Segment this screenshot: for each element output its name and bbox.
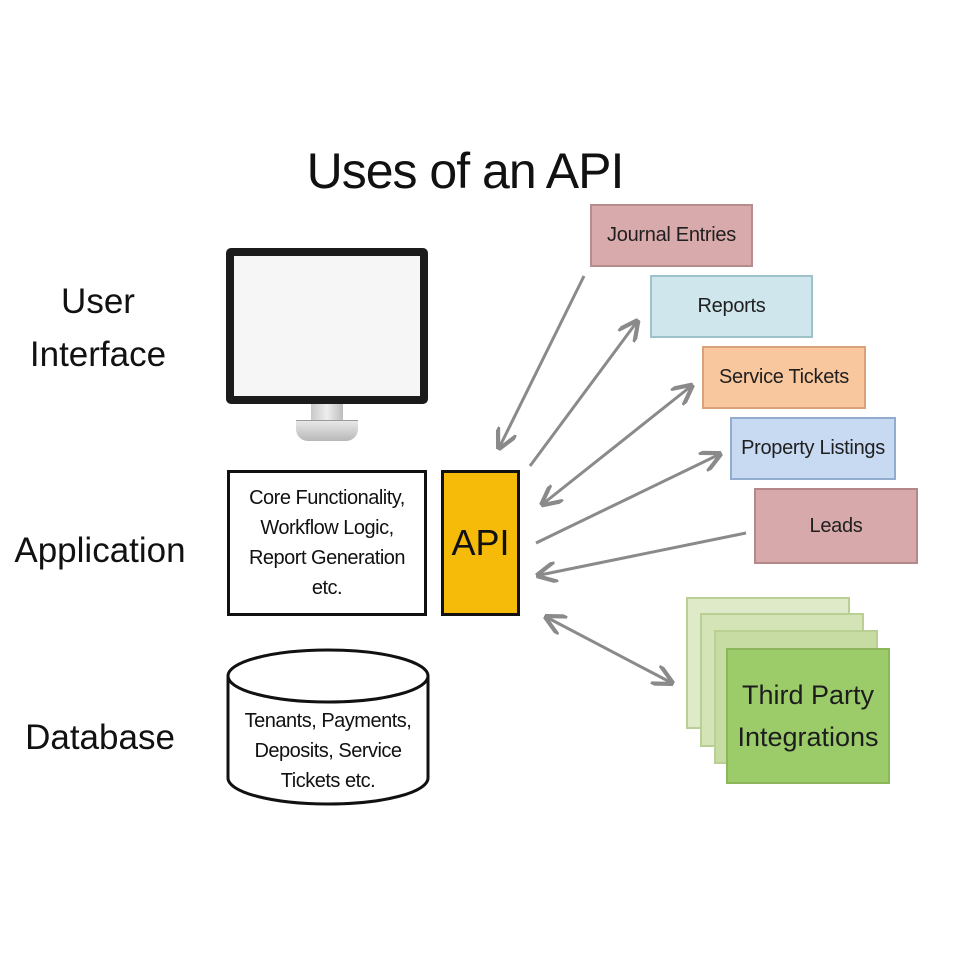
property-listings-arrow xyxy=(535,455,718,545)
service-tickets-arrow xyxy=(544,387,690,503)
database-line: Deposits, Service xyxy=(254,740,402,762)
application-core-line: etc. xyxy=(311,577,343,599)
reports-arrow xyxy=(528,323,636,467)
leads-arrow xyxy=(540,531,747,575)
monitor-icon xyxy=(226,248,428,444)
journal-arrow xyxy=(500,275,586,446)
user-interface-label-line-2: Interface xyxy=(29,334,167,374)
third-party-integrations-box: Third Party Integrations xyxy=(726,648,890,784)
application-core-line: Report Generation xyxy=(248,547,406,569)
database-line: Tenants, Payments, xyxy=(244,710,412,732)
monitor-stand-base xyxy=(296,420,358,441)
database-cylinder: Tenants, Payments, Deposits, Service Tic… xyxy=(226,648,430,806)
database-line: Tickets etc. xyxy=(280,770,376,792)
application-core-line: Workflow Logic, xyxy=(260,517,394,539)
service-tickets-box: Service Tickets xyxy=(702,346,866,409)
monitor-display xyxy=(234,256,420,396)
monitor-stand-neck xyxy=(311,404,343,422)
reports-box: Reports xyxy=(650,275,813,338)
database-cylinder-icon xyxy=(226,648,430,806)
diagram-title: Uses of an API xyxy=(306,143,625,199)
application-label: Application xyxy=(14,531,186,570)
monitor-screen xyxy=(226,248,428,404)
third-party-arrow xyxy=(548,618,670,682)
journal-entries-box: Journal Entries xyxy=(590,204,753,267)
property-listings-box: Property Listings xyxy=(730,417,896,480)
third-party-line-2: Integrations xyxy=(737,722,879,752)
application-core-box: Core Functionality, Workflow Logic, Repo… xyxy=(227,470,427,616)
database-contents: Tenants, Payments, Deposits, Service Tic… xyxy=(226,706,430,796)
leads-box: Leads xyxy=(754,488,918,564)
user-interface-label: User Interface xyxy=(18,276,178,381)
database-label: Database xyxy=(25,718,175,757)
user-interface-label-line-1: User xyxy=(61,282,135,321)
api-box: API xyxy=(441,470,520,616)
third-party-line-1: Third Party xyxy=(741,680,875,710)
application-core-line: Core Functionality, xyxy=(249,487,405,509)
